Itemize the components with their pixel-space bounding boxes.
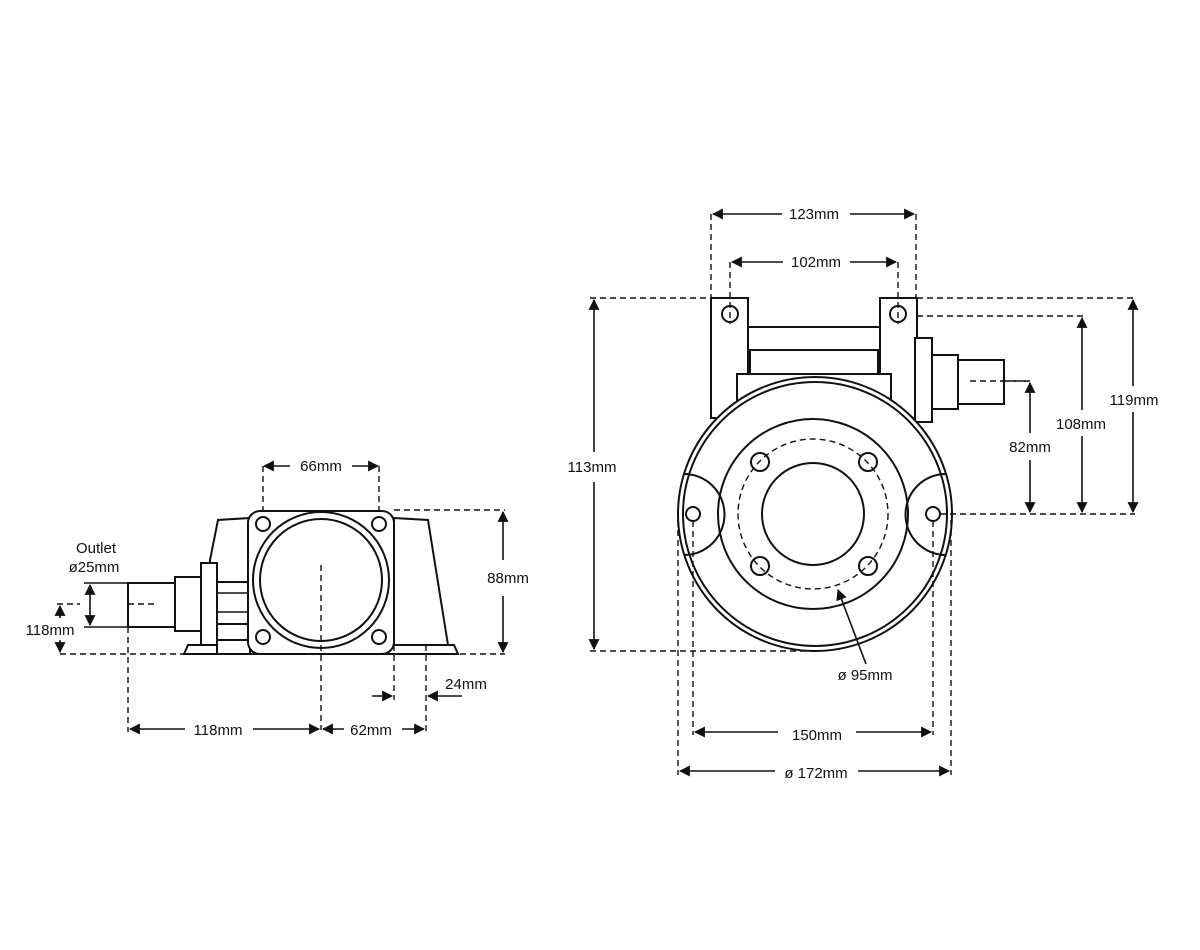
side-square-flange (247, 510, 395, 655)
flange-hole-bl (750, 556, 770, 576)
dim-118-vertical: 118mm (26, 622, 75, 639)
dim-108: 108mm (1056, 416, 1106, 433)
motor-block (749, 349, 879, 375)
dim-66: 66mm (300, 458, 342, 475)
inlet-opening (761, 462, 865, 566)
bolt-circle (737, 438, 889, 590)
flange-hole-tl (750, 452, 770, 472)
outlet-collar (216, 581, 250, 625)
dim-118-horizontal: 118mm (194, 722, 243, 739)
side-view: 66mm 88mm Outlet ø25mm 118mm 118mm 62mm (26, 458, 529, 739)
dim-123: 123mm (789, 206, 839, 223)
outlet-flange (200, 562, 218, 646)
side-rear-housing (393, 516, 450, 646)
side-bolt-hole-br (371, 629, 387, 645)
flange-hole-br (858, 556, 878, 576)
dim-102: 102mm (791, 254, 841, 271)
pump-body-inner (682, 381, 948, 647)
flange-hole-tr (858, 452, 878, 472)
front-view: 123mm 102mm 113mm 119mm 108mm 82mm ø 95m… (568, 206, 1159, 782)
front-outlet-pipe (957, 359, 1005, 405)
dim-95: ø 95mm (837, 667, 892, 684)
dim-113: 113mm (568, 459, 617, 476)
dim-24: 24mm (445, 676, 487, 693)
outlet-pipe (127, 582, 179, 628)
side-bolt-hole-tr (371, 516, 387, 532)
dim-119: 119mm (1110, 392, 1159, 409)
outlet-diameter: ø25mm (69, 559, 120, 576)
right-lug (904, 473, 947, 556)
dim-172: ø 172mm (784, 765, 847, 782)
dim-150: 150mm (792, 727, 842, 744)
side-bolt-hole-bl (255, 629, 271, 645)
inner-flange (717, 418, 909, 610)
dim-82: 82mm (1009, 439, 1051, 456)
left-lug (683, 473, 726, 556)
side-bolt-hole-tl (255, 516, 271, 532)
motor-top-block (747, 326, 881, 351)
outlet-nut (174, 576, 202, 632)
dim-88: 88mm (487, 570, 529, 587)
outlet-base-block (216, 639, 251, 655)
outlet-label: Outlet (76, 540, 117, 557)
front-outlet-nut (931, 354, 959, 410)
front-outlet-flange (914, 337, 933, 423)
dim-62: 62mm (350, 722, 392, 739)
